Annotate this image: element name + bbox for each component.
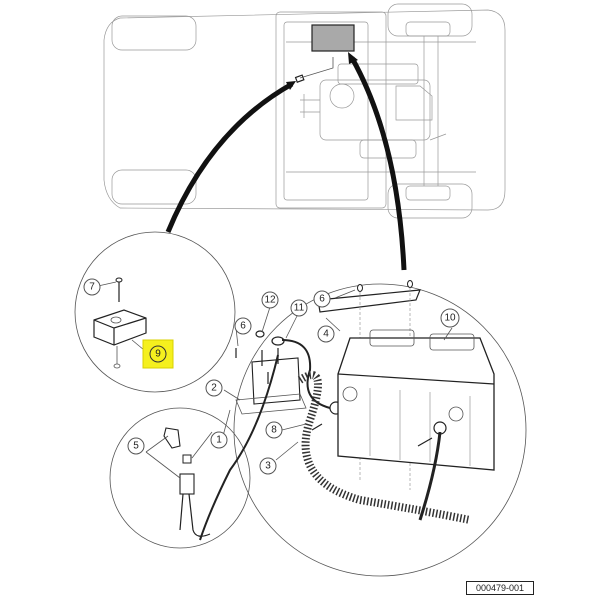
callout-label: 4: [323, 329, 329, 340]
callout-label: 10: [444, 313, 456, 324]
detail-circle-fuse: [109, 407, 251, 549]
engine-sketch: [300, 63, 447, 159]
vehicle-top-view: [103, 3, 506, 219]
detail-circle-resistor: [74, 231, 236, 393]
pointer-arrows: [165, 52, 407, 271]
callout-12[interactable]: 12: [261, 291, 279, 309]
leader-lines: [97, 281, 453, 479]
callout-3[interactable]: 3: [259, 457, 277, 475]
callout-6-left[interactable]: 6: [234, 317, 252, 335]
figure-reference-id: 000479-001: [466, 581, 534, 595]
callout-label: 7: [89, 282, 95, 293]
callout-label: 3: [265, 461, 271, 472]
callout-label: 12: [264, 295, 276, 306]
callout-label: 2: [211, 383, 217, 394]
callout-label: 6: [319, 294, 325, 305]
callout-label: 9: [155, 349, 161, 360]
callout-8[interactable]: 8: [265, 421, 283, 439]
callout-label: 6: [240, 321, 246, 332]
callout-1[interactable]: 1: [210, 431, 228, 449]
callout-11[interactable]: 11: [290, 299, 308, 317]
callout-10[interactable]: 10: [440, 308, 460, 328]
callout-2[interactable]: 2: [205, 379, 223, 397]
callout-9-highlighted[interactable]: 9: [142, 339, 174, 369]
callout-6-right[interactable]: 6: [313, 290, 331, 308]
callout-bubbles: 7 9 2 1 5 6 12 11 6 4 10 8 3: [83, 278, 460, 475]
detail-circle-battery: [199, 280, 527, 577]
callout-label: 5: [133, 441, 139, 452]
battery-location-marker: [311, 24, 355, 52]
callout-label: 11: [294, 303, 305, 314]
callout-label: 8: [271, 425, 277, 436]
callout-label: 1: [216, 435, 222, 446]
callout-5[interactable]: 5: [127, 437, 145, 455]
callout-7[interactable]: 7: [83, 278, 101, 296]
callout-4[interactable]: 4: [317, 325, 335, 343]
